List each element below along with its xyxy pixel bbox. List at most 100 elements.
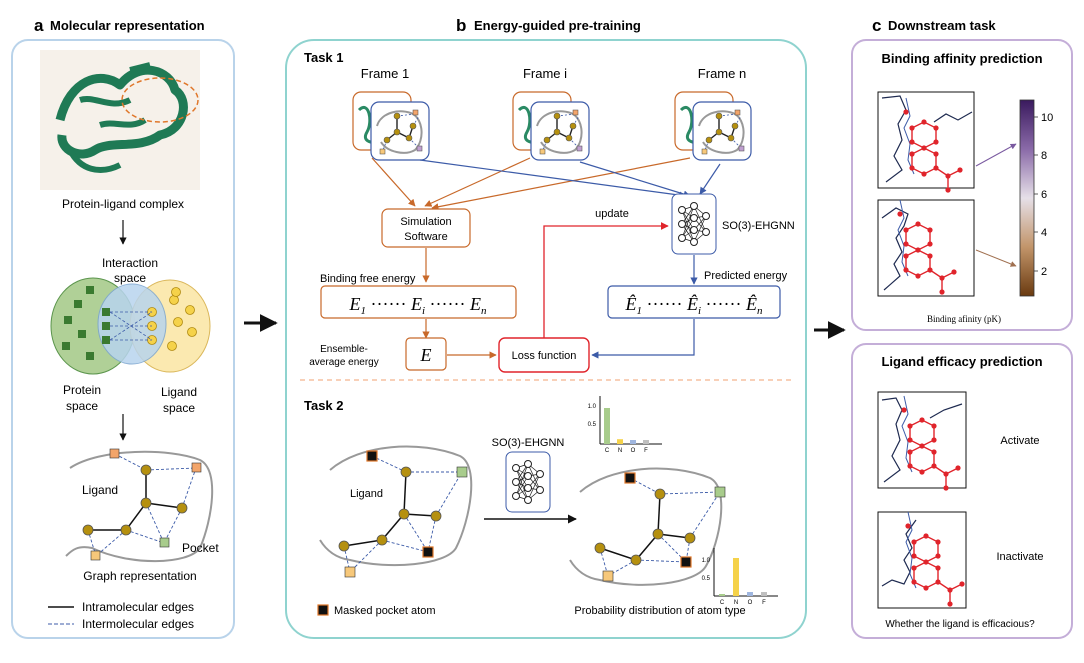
energy-series: E1 ······ Ei ······ En	[349, 294, 488, 317]
sim-label-1: Simulation	[400, 216, 451, 228]
task2-model-label: SO(3)-EHGNN	[492, 437, 565, 449]
panel-b: b Energy-guided pre-training Task 1 Fram…	[285, 16, 807, 639]
frame-n-label: Frame n	[698, 66, 746, 81]
predicted-energy-label: Predicted energy	[704, 270, 788, 282]
task2-output-graph	[569, 467, 726, 586]
dist-bottom-ytick-2: 0.5	[702, 576, 711, 582]
ligand-label-1: Ligand	[161, 385, 197, 399]
task2-input-graph	[319, 445, 473, 578]
dist-top-bar-c	[604, 408, 610, 444]
dist-chart-bottom: 1.0 0.5 C N O F	[702, 548, 778, 606]
colorbar-tick-4: 4	[1041, 227, 1047, 239]
dist-top-ytick-1: 1.0	[588, 404, 597, 410]
interaction-space-ellipse	[97, 283, 167, 365]
panel-a-letter: a	[34, 16, 44, 35]
dist-top-xtick-o: O	[631, 448, 636, 454]
legend-intra: Intramolecular edges	[82, 600, 194, 614]
panel-b-border	[285, 39, 807, 639]
task1-label: Task 1	[304, 50, 344, 65]
model-nn-icon	[671, 193, 717, 255]
panel-a-title: Molecular representation	[50, 18, 205, 33]
frame-i-graph	[511, 90, 591, 162]
protein-label-1: Protein	[63, 383, 101, 397]
efficacy-question: Whether the ligand is efficacious?	[885, 619, 1035, 630]
sim-label-2: Software	[404, 231, 447, 243]
ligand-label-2: space	[163, 401, 195, 415]
efficacy-panel-border	[851, 343, 1073, 639]
dist-bottom-xtick-f: F	[762, 600, 766, 606]
ensemble-label-2: average energy	[309, 357, 379, 368]
interaction-label-1: Interaction	[102, 256, 158, 270]
affinity-complex-2	[877, 199, 975, 297]
legend-inter: Intermolecular edges	[82, 617, 194, 631]
binding-site-ellipse	[121, 77, 199, 123]
loss-label: Loss function	[512, 350, 577, 362]
frame-1-graph	[351, 90, 431, 162]
colorbar-tick-2: 2	[1041, 266, 1047, 278]
dist-bottom-bar-c	[719, 594, 725, 596]
complex-label: Protein-ligand complex	[62, 197, 184, 211]
dist-bottom-xtick-o: O	[748, 600, 753, 606]
panel-c: c Downstream task Binding affinity predi…	[851, 16, 1073, 639]
dist-top-ytick-2: 0.5	[588, 422, 597, 428]
affinity-title: Binding affinity prediction	[881, 51, 1042, 66]
panel-c-letter: c	[872, 16, 881, 35]
protein-complex-image	[40, 50, 200, 190]
task2-ligand-label: Ligand	[350, 488, 383, 500]
dist-bottom-ytick-1: 1.0	[702, 558, 711, 564]
dist-bottom-bar-f	[761, 592, 767, 596]
panel-b-title: Energy-guided pre-training	[474, 18, 641, 33]
panel-a-border	[11, 39, 235, 639]
affinity-complex-1	[877, 91, 975, 189]
graph-ligand-label: Ligand	[82, 483, 118, 497]
dist-bottom-xtick-n: N	[734, 600, 738, 606]
arrow-high-affinity	[975, 143, 1017, 167]
interaction-label-2: space	[114, 271, 146, 285]
colorbar-tick-6: 6	[1041, 189, 1047, 201]
dist-top-bar-f	[643, 440, 649, 444]
colorbar-label: Binding afinity (pK)	[927, 314, 1001, 324]
task2-label: Task 2	[304, 398, 344, 413]
simulation-box	[381, 208, 471, 248]
masked-legend-label: Masked pocket atom	[334, 605, 436, 617]
panel-b-letter: b	[456, 16, 466, 35]
colorbar-tick-10: 10	[1041, 112, 1053, 124]
ensemble-label-1: Ensemble-	[320, 344, 368, 355]
masked-legend-marker	[317, 604, 329, 616]
efficacy-title: Ligand efficacy prediction	[881, 354, 1042, 369]
predicted-energy-box	[607, 285, 781, 319]
dist-bottom-bar-o	[747, 592, 753, 596]
ensemble-energy-symbol: E	[420, 345, 432, 365]
update-label: update	[595, 208, 629, 220]
colorbar-tick-8: 8	[1041, 150, 1047, 162]
graph-pocket-label: Pocket	[182, 541, 219, 555]
dist-top-xtick-f: F	[644, 448, 648, 454]
dist-bottom-xtick-c: C	[720, 600, 725, 606]
predicted-energy-series: Ê1 ······ Êi ······ Ên	[625, 293, 764, 317]
dist-top-bar-o	[630, 440, 636, 444]
panel-a: a Molecular representation Protein-ligan…	[11, 16, 235, 639]
ensemble-energy-box	[405, 337, 447, 371]
protein-label-2: space	[66, 399, 98, 413]
dist-bottom-bar-n	[733, 558, 739, 596]
arrow-pred-loss	[591, 319, 695, 359]
frame-n-graph	[673, 90, 753, 162]
graph-label: Graph representation	[83, 569, 196, 583]
dist-top-xtick-n: N	[618, 448, 622, 454]
dist-top-bar-n	[617, 439, 623, 444]
panel-c-title: Downstream task	[888, 18, 996, 33]
energy-box	[320, 285, 517, 319]
frame-1-label: Frame 1	[361, 66, 409, 81]
graph-representation	[65, 448, 214, 563]
activate-label: Activate	[1000, 435, 1039, 447]
arrow-low-affinity	[975, 249, 1017, 267]
dist-top-xtick-c: C	[605, 448, 610, 454]
frame-i-label: Frame i	[523, 66, 567, 81]
prob-label: Probability distribution of atom type	[574, 605, 745, 617]
model-label: SO(3)-EHGNN	[722, 220, 795, 232]
task2-model-nn-icon	[505, 451, 551, 513]
affinity-colorbar	[1019, 99, 1035, 297]
binding-free-energy-label: Binding free energy	[320, 273, 416, 285]
update-arrow	[543, 222, 669, 338]
